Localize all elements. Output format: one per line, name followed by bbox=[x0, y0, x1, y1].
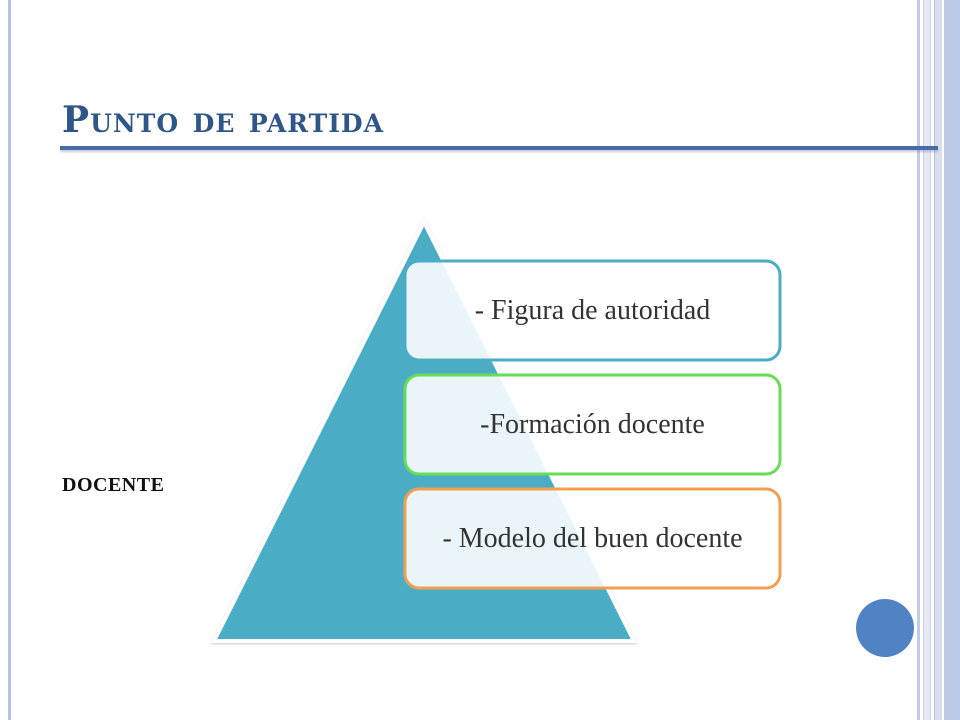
decorative-circle bbox=[856, 599, 914, 657]
pyramid-item-box-2 bbox=[403, 373, 782, 476]
right-stripe bbox=[923, 0, 931, 720]
right-stripe bbox=[917, 0, 920, 720]
docente-label: DOCENTE bbox=[62, 474, 165, 496]
pyramid-item-label: - Figura de autoridad bbox=[474, 294, 711, 326]
right-stripe bbox=[944, 0, 960, 720]
pyramid-item-label: - Modelo del buen docente bbox=[442, 522, 743, 554]
pyramid-item-label: -Formación docente bbox=[480, 408, 705, 440]
right-stripe bbox=[934, 0, 942, 720]
pyramid-item-box-1 bbox=[403, 259, 782, 362]
frame-left-line bbox=[8, 0, 11, 720]
slide-title: Punto de partida bbox=[62, 99, 384, 141]
title-underline bbox=[60, 146, 938, 150]
pyramid-item-box-3 bbox=[403, 487, 782, 590]
